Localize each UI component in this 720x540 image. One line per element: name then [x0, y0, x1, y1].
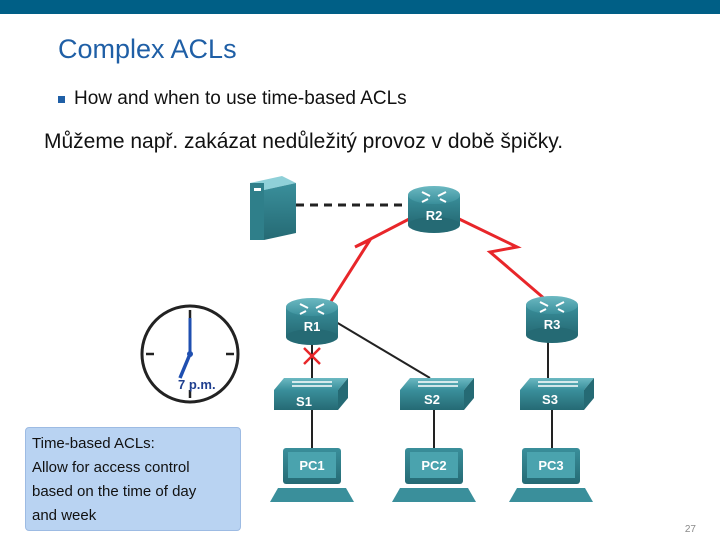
clock-icon: 7 p.m.: [142, 306, 238, 402]
pc2-label: PC2: [421, 458, 446, 473]
switch-s2-label: S2: [424, 392, 440, 407]
link-r1-s2: [336, 322, 430, 378]
switch-s1-icon: S1: [274, 378, 348, 410]
server-icon: [250, 176, 296, 240]
note-line: Time-based ACLs:: [32, 432, 234, 456]
bullet-item: How and when to use time-based ACLs: [58, 88, 407, 110]
note-line: based on the time of day: [32, 480, 234, 504]
switch-s1-label: S1: [296, 394, 312, 409]
pc2-icon: PC2: [392, 448, 476, 502]
clock-time-label: 7 p.m.: [178, 377, 216, 392]
slide-subtitle: Můžeme např. zakázat nedůležitý provoz v…: [44, 130, 563, 154]
wan-link-r2-r3: [455, 217, 546, 300]
page-number: 27: [685, 524, 696, 535]
note-line: Allow for access control: [32, 456, 234, 480]
router-r3-icon: R3: [526, 296, 578, 343]
switch-s3-label: S3: [542, 392, 558, 407]
pc3-label: PC3: [538, 458, 563, 473]
router-r1-label: R1: [304, 319, 321, 334]
switch-s2-icon: S2: [400, 378, 474, 410]
pc1-label: PC1: [299, 458, 324, 473]
router-r3-label: R3: [544, 317, 561, 332]
switch-s3-icon: S3: [520, 378, 594, 410]
bullet-text: How and when to use time-based ACLs: [74, 88, 407, 110]
time-based-acl-note: Time-based ACLs: Allow for access contro…: [25, 427, 241, 531]
slide-title: Complex ACLs: [58, 34, 237, 65]
router-r1-icon: R1: [286, 298, 338, 345]
router-r2-icon: R2: [408, 186, 460, 233]
bullet-square-icon: [58, 96, 65, 103]
note-line: and week: [32, 504, 234, 528]
router-r2-label: R2: [426, 208, 443, 223]
top-bar: [0, 0, 720, 14]
wan-link-r1-r2: [330, 217, 413, 303]
pc3-icon: PC3: [509, 448, 593, 502]
pc1-icon: PC1: [270, 448, 354, 502]
